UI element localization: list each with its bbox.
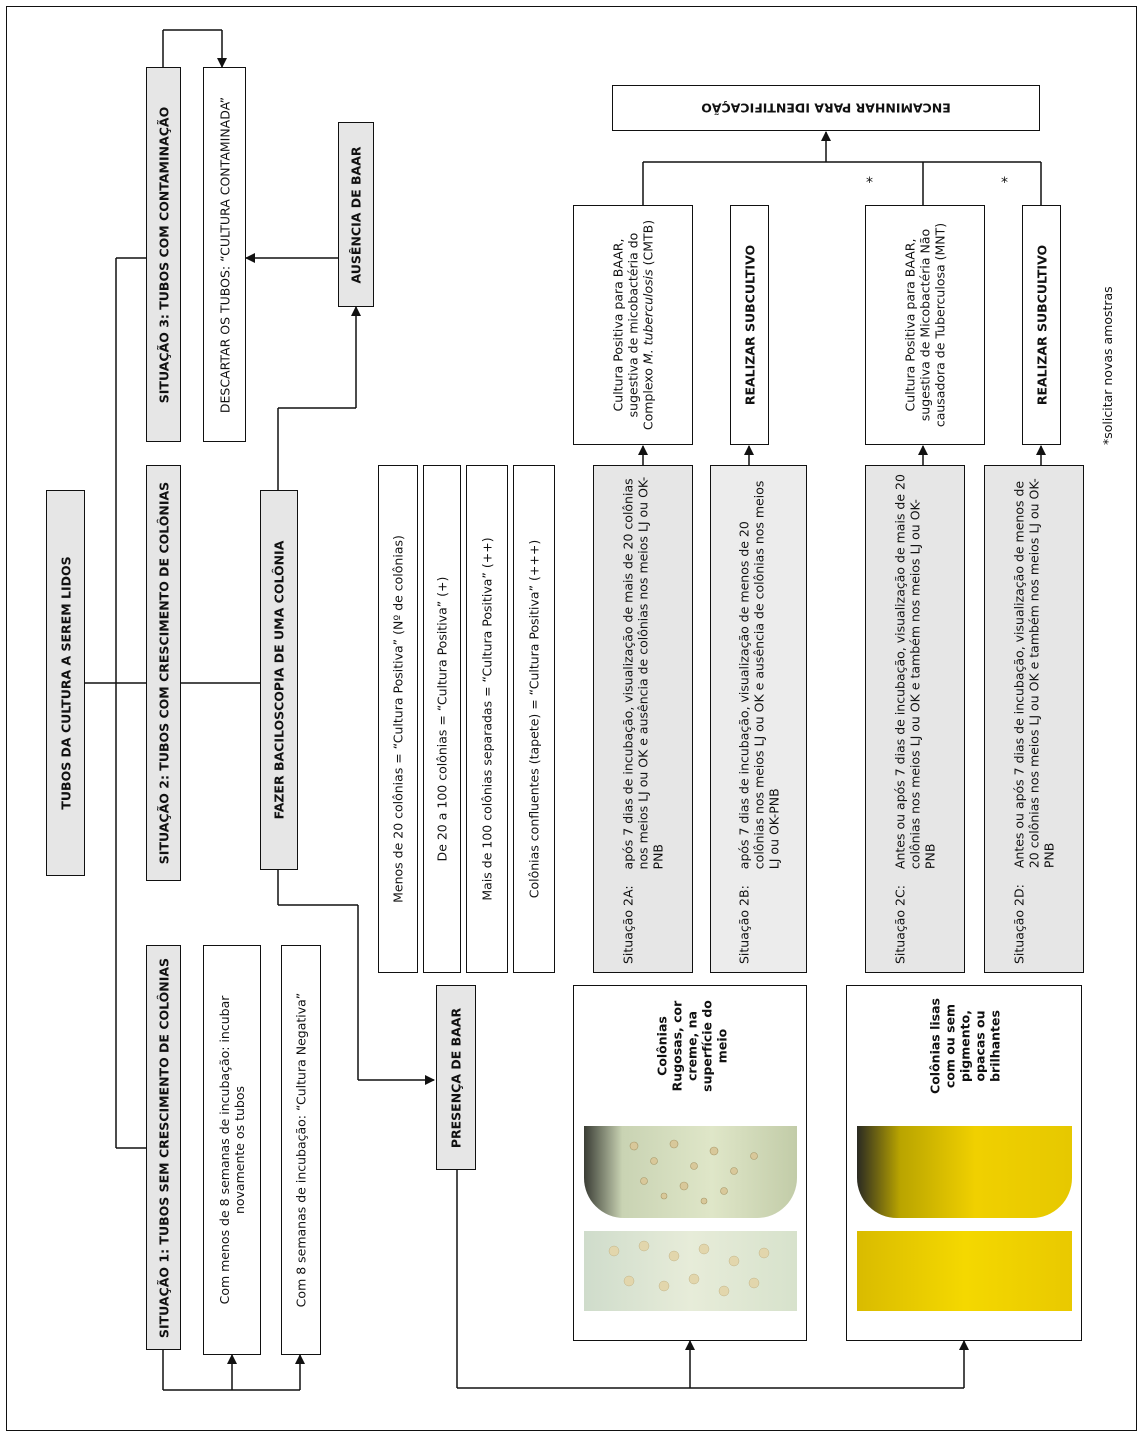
colonias-rugosas-box: Colônias Rugosas, cor creme, na superfíc… (573, 985, 807, 1341)
ausencia-baar-box: AUSÊNCIA DE BAAR (338, 122, 374, 307)
situacao-2b-box: Situação 2B: após 7 dias de incubação, v… (710, 465, 807, 973)
lisas-photo-closeup (857, 1231, 1072, 1311)
diagram-frame (6, 6, 1137, 1431)
count-text-3: Mais de 100 colônias separadas = “Cultur… (479, 537, 495, 901)
situacao-2c-label: Situação 2C: (892, 885, 908, 964)
ausencia-baar-text: AUSÊNCIA DE BAAR (348, 145, 364, 284)
result-cmtb-box: Cultura Positiva para BAAR, sugestiva de… (573, 205, 693, 445)
situacao-2d-box: Situação 2D: Antes ou após 7 dias de inc… (984, 465, 1084, 973)
situacao1-box: SITUAÇÃO 1: TUBOS SEM CRESCIMENTO DE COL… (146, 945, 181, 1350)
result-mnt-text: Cultura Positiva para BAAR, sugestiva de… (902, 222, 948, 428)
root-box: TUBOS DA CULTURA A SEREM LIDOS (46, 490, 85, 876)
count-box-1: Menos de 20 colônias = “Cultura Positiva… (378, 465, 418, 973)
result-mnt-box: Cultura Positiva para BAAR, sugestiva de… (865, 205, 985, 445)
rugosas-photo-tube (584, 1126, 797, 1218)
colonias-lisas-box: Colônias lisas com ou sem pigmento, opac… (846, 985, 1082, 1341)
count-text-1: Menos de 20 colônias = “Cultura Positiva… (390, 535, 406, 903)
fazer-baciloscopia-box: FAZER BACILOSCOPIA DE UMA COLÔNIA (260, 490, 298, 870)
encaminhar-box: ENCAMINHAR PARA IDENTIFICAÇÃO (612, 85, 1040, 131)
descartar-box: DESCARTAR OS TUBOS: “CULTURA CONTAMINADA… (203, 67, 246, 442)
rugosas-photo-closeup (584, 1231, 797, 1311)
situacao1-title: SITUAÇÃO 1: TUBOS SEM CRESCIMENTO DE COL… (156, 957, 171, 1338)
situacao-2c-content: Situação 2C: Antes ou após 7 dias de inc… (893, 474, 938, 964)
descartar-text: DESCARTAR OS TUBOS: “CULTURA CONTAMINADA… (217, 96, 232, 413)
result-cmtb-text: Cultura Positiva para BAAR, sugestiva de… (611, 210, 656, 440)
situacao1-option2: Com 8 semanas de incubação: “Cultura Neg… (281, 945, 321, 1355)
situacao-2d-label: Situação 2D: (1011, 884, 1027, 964)
subcultivo-box-2: REALIZAR SUBCULTIVO (1022, 205, 1061, 445)
situacao-2a-label: Situação 2A: (620, 885, 636, 964)
situacao-2d-text: Antes ou após 7 dias de incubação, visua… (1011, 478, 1057, 869)
situacao1-option1-text: Com menos de 8 semanas de incubação: inc… (217, 995, 247, 1305)
result-cmtb-species: M. tuberculosis (640, 269, 656, 365)
situacao-2b-label: Situação 2B: (736, 885, 751, 964)
situacao2-box: SITUAÇÃO 2: TUBOS COM CRESCIMENTO DE COL… (146, 465, 181, 881)
lisas-photo-tube (857, 1126, 1072, 1218)
situacao1-option2-text: Com 8 semanas de incubação: “Cultura Neg… (293, 992, 309, 1308)
situacao2-title: SITUAÇÃO 2: TUBOS COM CRESCIMENTO DE COL… (156, 481, 171, 865)
fazer-baciloscopia-text: FAZER BACILOSCOPIA DE UMA COLÔNIA (271, 540, 287, 820)
root-title: TUBOS DA CULTURA A SEREM LIDOS (58, 556, 73, 810)
colonias-lisas-text: Colônias lisas com ou sem pigmento, opac… (927, 998, 1003, 1094)
situacao-2b-content: Situação 2B: após 7 dias de incubação, v… (736, 474, 781, 964)
count-text-4: Colônias confluentes (tapete) = “Cultura… (526, 539, 542, 899)
situacao3-box: SITUAÇÃO 3: TUBOS COM CONTAMINAÇÃO (146, 67, 181, 442)
count-box-3: Mais de 100 colônias separadas = “Cultur… (466, 465, 508, 973)
encaminhar-text: ENCAMINHAR PARA IDENTIFICAÇÃO (701, 100, 951, 116)
count-box-4: Colônias confluentes (tapete) = “Cultura… (513, 465, 555, 973)
situacao1-option1: Com menos de 8 semanas de incubação: inc… (203, 945, 261, 1355)
footnote: *solicitar novas amostras (1100, 286, 1115, 445)
result-cmtb-post: (CMTB) (640, 219, 656, 270)
subcultivo-text-1: REALIZAR SUBCULTIVO (742, 244, 757, 406)
situacao-2c-box: Situação 2C: Antes ou após 7 dias de inc… (865, 465, 965, 973)
situacao-2d-content: Situação 2D: Antes ou após 7 dias de inc… (1012, 474, 1057, 964)
situacao3-title: SITUAÇÃO 3: TUBOS COM CONTAMINAÇÃO (156, 106, 171, 403)
situacao-2b-text: após 7 dias de incubação, visualização d… (736, 480, 781, 870)
count-box-2: De 20 a 100 colônias = “Cultura Positiva… (423, 465, 461, 973)
presenca-baar-box: PRESENÇA DE BAAR (436, 985, 476, 1170)
star-subcultivo: * (1001, 175, 1008, 191)
star-mnt: * (866, 175, 873, 191)
presenca-baar-text: PRESENÇA DE BAAR (448, 1007, 464, 1148)
subcultivo-box-1: REALIZAR SUBCULTIVO (730, 205, 769, 445)
situacao-2a-box: Situação 2A: após 7 dias de incubação, v… (593, 465, 693, 973)
situacao-2a-text: após 7 dias de incubação, visualização d… (620, 476, 666, 870)
colonias-rugosas-text: Colônias Rugosas, cor creme, na superfíc… (654, 1000, 730, 1092)
count-text-2: De 20 a 100 colônias = “Cultura Positiva… (434, 576, 450, 862)
subcultivo-text-2: REALIZAR SUBCULTIVO (1034, 244, 1049, 406)
situacao-2a-content: Situação 2A: após 7 dias de incubação, v… (621, 474, 666, 964)
situacao-2c-text: Antes ou após 7 dias de incubação, visua… (892, 474, 938, 870)
